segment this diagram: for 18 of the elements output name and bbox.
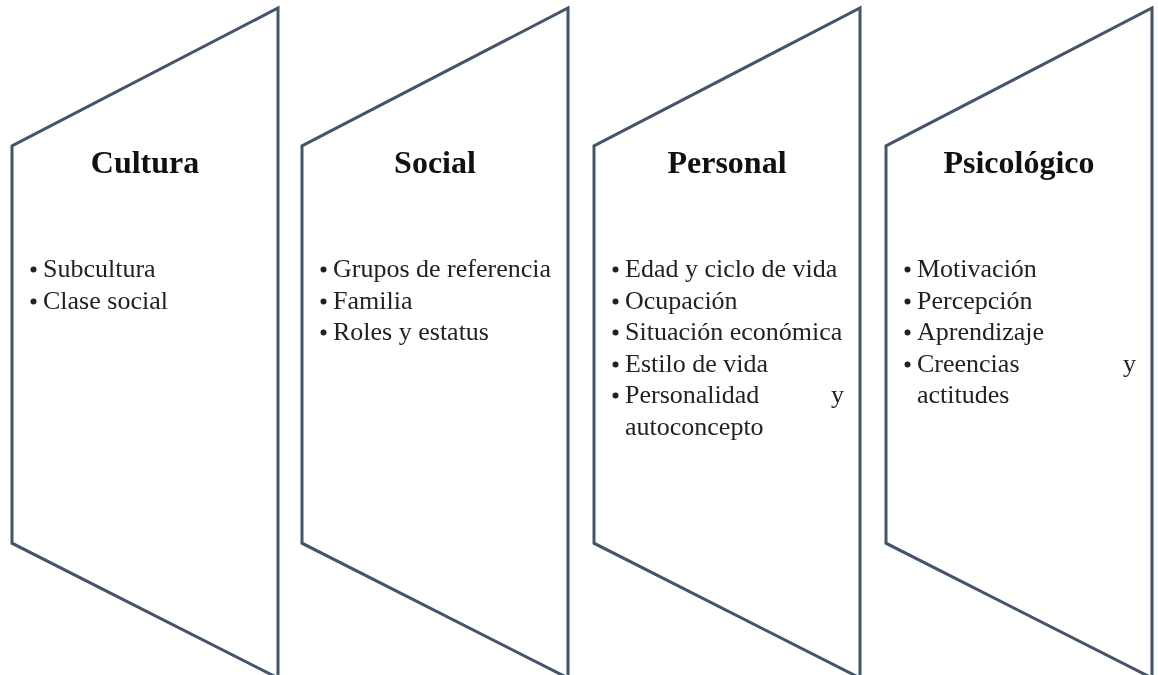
panel-heading: Social [393,144,477,181]
panel-heading: Psicológico [942,144,1096,181]
bullet-text: Grupos de referencia [333,254,551,283]
bullet-text: Motivación [917,254,1037,283]
panel-heading: Cultura [89,144,201,181]
bullet-text: Ocupación [625,285,738,315]
bullet-text: Familia [333,285,413,315]
bullet-text: Estilo de vida [625,348,768,378]
bullet-text: Edad y ciclo de vida [625,254,838,283]
bullet-text: Situación económica [625,317,843,346]
panel-heading: Personal [666,144,788,181]
bullet-text: Personalidad y autoconcepto [625,380,844,441]
bullet-text: Clase social [43,285,168,315]
bullet-text: Aprendizaje [917,317,1045,346]
bullet-text: Creencias y actitudes [917,348,1136,409]
bullet-text: Roles y estatus [333,317,489,346]
bullet-text: Subcultura [43,254,156,283]
bullet-text: Percepción [917,285,1033,315]
